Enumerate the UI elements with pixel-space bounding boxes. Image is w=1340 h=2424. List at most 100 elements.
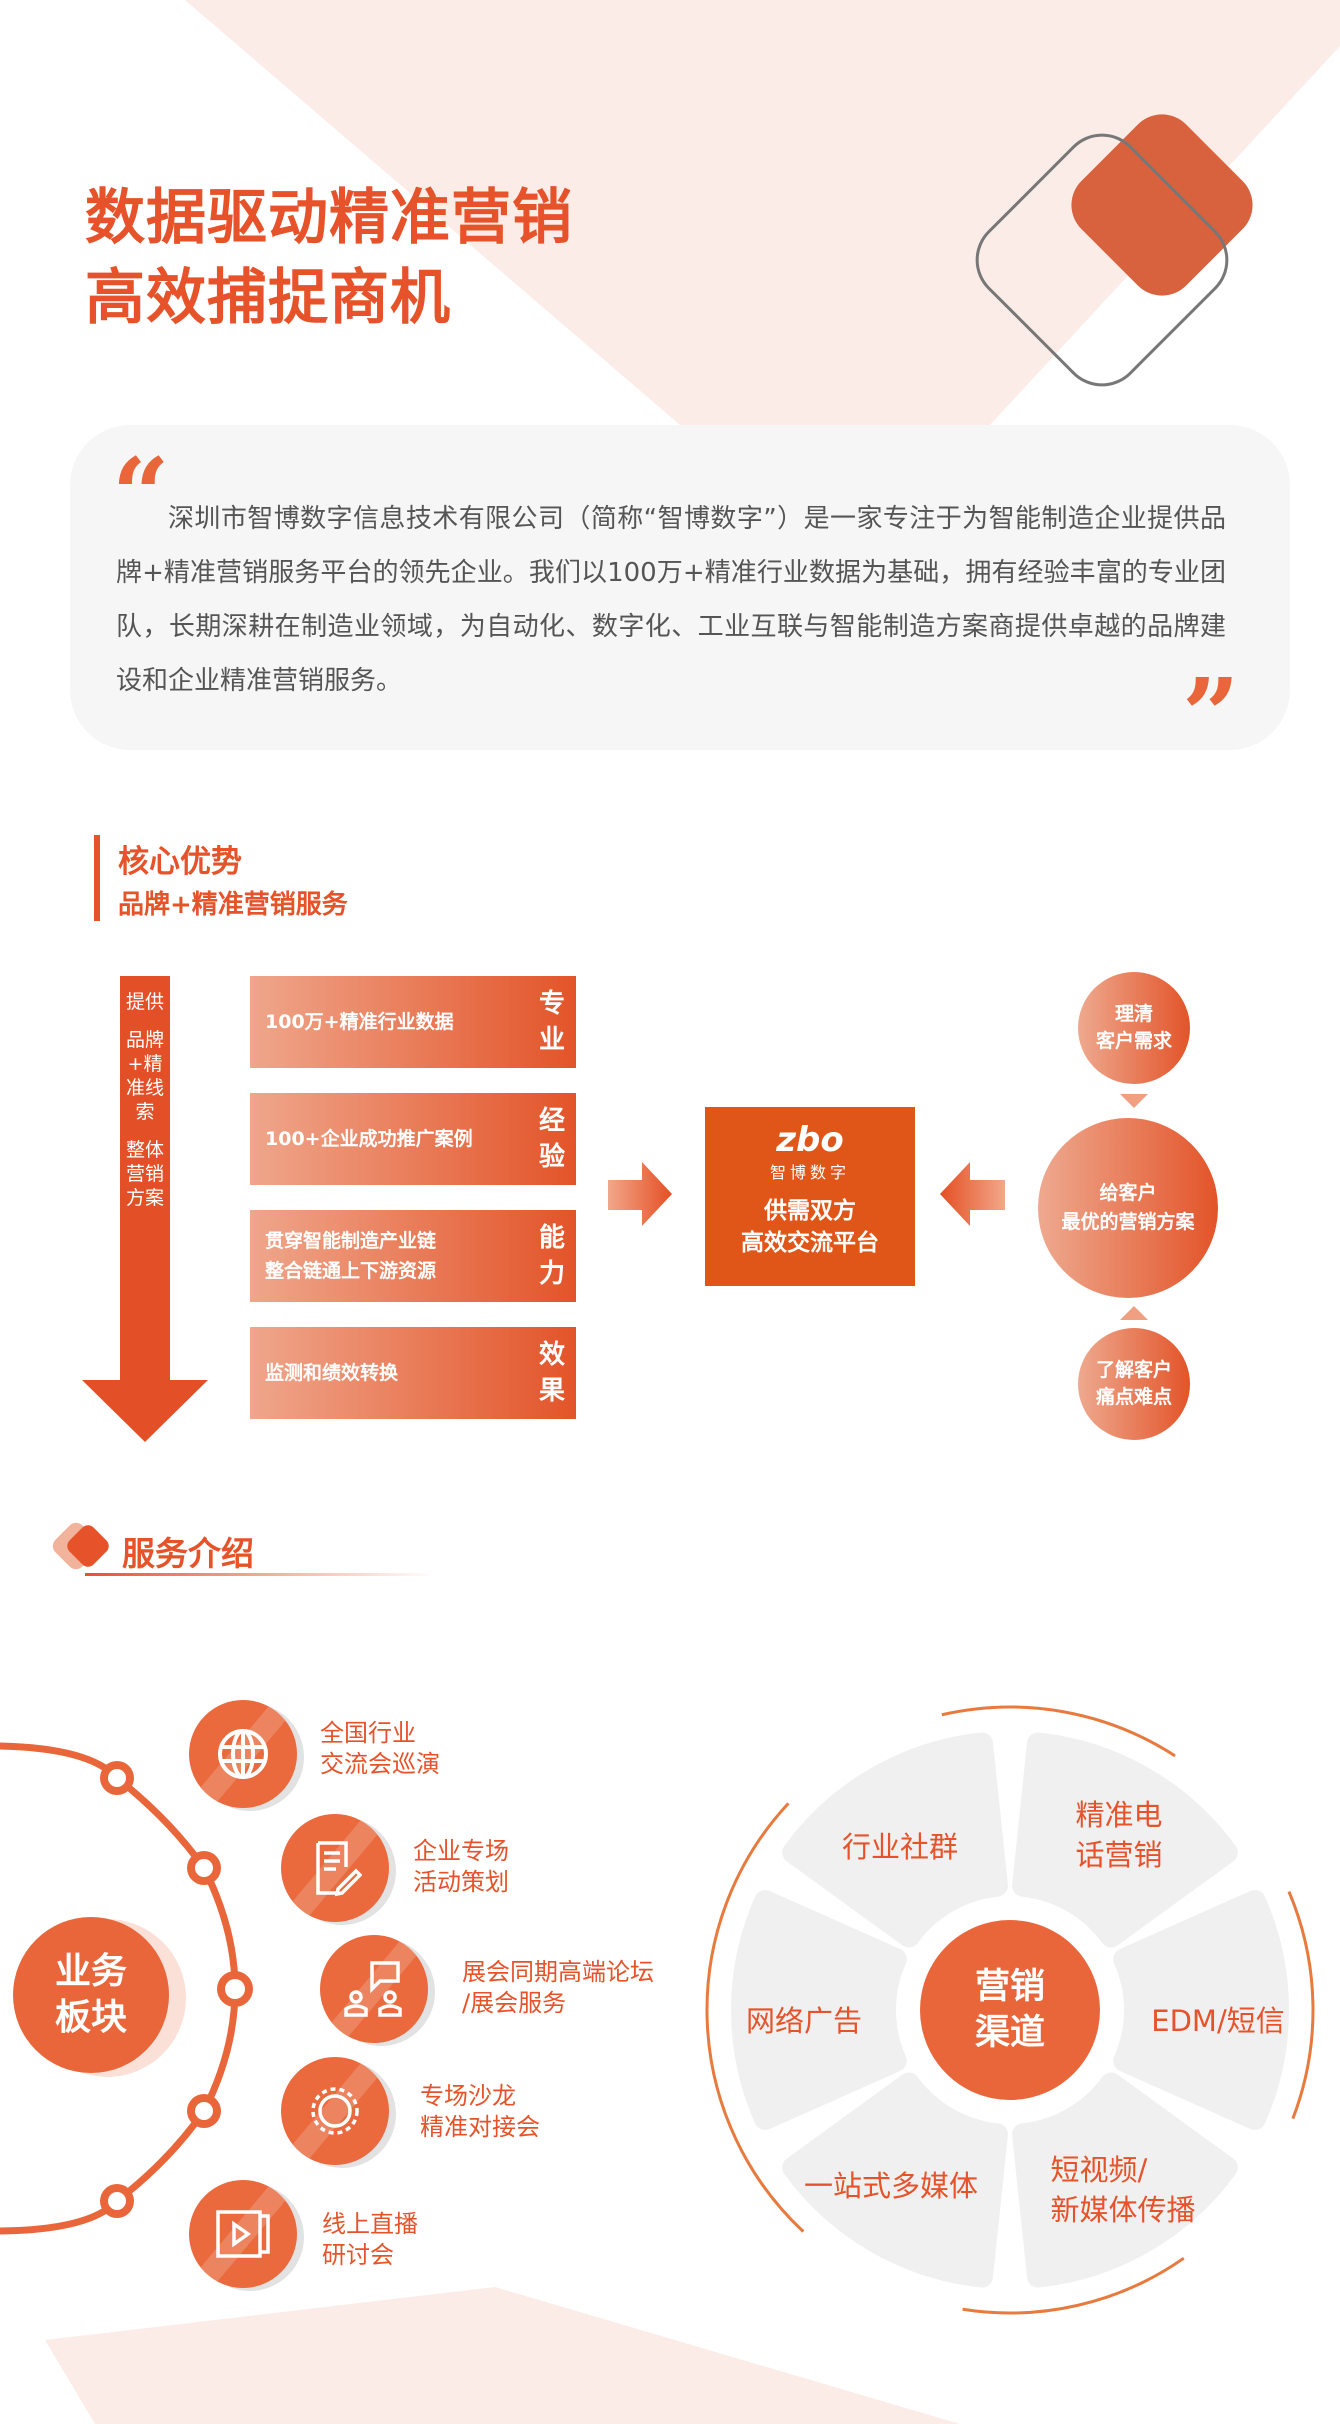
globe-icon-circle	[189, 1700, 297, 1808]
down-arrow	[82, 976, 208, 1442]
channel-label: 一站式多媒体	[803, 2169, 979, 2203]
logo-subtitle: 智博数字	[769, 1163, 850, 1182]
platform-line1: 供需双方	[764, 1198, 856, 1224]
globe-icon	[218, 1729, 268, 1779]
channels-center: 营销 渠道	[920, 1920, 1100, 2100]
advantage-text: 监测和绩效转换	[265, 1362, 399, 1384]
channel-short-video: 短视频/新媒体传播	[1050, 2150, 1195, 2230]
up-triangle-icon	[1120, 1306, 1148, 1320]
arc-node	[195, 1859, 213, 1877]
step-clarify-needs: 理清 客户需求	[1078, 972, 1190, 1084]
arc-node	[225, 1979, 245, 1999]
channel-segment	[782, 2072, 1008, 2288]
outer-ring-arc	[941, 1705, 1176, 1758]
advantage-text: 100万+精准行业数据	[265, 1011, 454, 1033]
arrow-text-2: 品牌+精准线索	[125, 1029, 164, 1123]
channel-label: 短视频/	[1050, 2153, 1148, 2187]
service-label: 展会同期高端论坛	[462, 1958, 654, 1986]
page-title-line2: 高效捕捉商机	[85, 263, 451, 333]
advantage-box-effect: 监测和绩效转换 效果	[250, 1327, 576, 1419]
heading-underline	[85, 1573, 435, 1576]
channel-industry-community: 行业社群	[842, 1827, 958, 1867]
channel-segment	[782, 1732, 1008, 1948]
presenter-icon-circle	[320, 1935, 428, 2043]
arc-node	[108, 2192, 126, 2210]
service-label: 全国行业	[320, 1719, 416, 1747]
bottom-pink-shape	[45, 2287, 960, 2424]
center-text: 营销	[974, 1967, 1045, 2007]
outer-ring-arc	[1287, 1891, 1315, 2120]
step-text: 痛点难点	[1095, 1386, 1172, 1408]
channel-label: 新媒体传播	[1050, 2193, 1196, 2227]
hub-text: 板块	[54, 1997, 127, 2038]
top-pink-shape	[185, 0, 1340, 425]
gear-icon	[311, 2087, 359, 2135]
channel-segment	[1012, 1732, 1238, 1948]
service-label: 精准对接会	[420, 2113, 540, 2141]
step-text: 给客户	[1099, 1182, 1157, 1204]
business-arc	[0, 1742, 253, 2235]
page-title-line1: 数据驱动精准营销	[85, 183, 573, 253]
core-subtitle: 品牌+精准营销服务	[118, 890, 348, 920]
services-title: 服务介绍	[122, 1534, 254, 1573]
advantage-box-professional: 100万+精准行业数据 专业	[250, 976, 576, 1068]
document-pen-icon	[316, 1841, 362, 1897]
service-item-5: 线上直播 研讨会	[322, 2209, 418, 2271]
intro-paragraph: 深圳市智博数字信息技术有限公司（简称“智博数字”）是一家专注于为智能制造企业提供…	[116, 504, 1226, 696]
service-label: /展会服务	[462, 1989, 567, 2017]
advantage-label: 能力	[538, 1223, 565, 1289]
channel-segment	[1012, 2072, 1238, 2288]
gear-icon-circle	[281, 2057, 389, 2165]
channel-telemarketing: 精准电话营销	[1075, 1795, 1162, 1875]
video-play-icon	[216, 2210, 270, 2258]
step-text: 了解客户	[1095, 1359, 1172, 1381]
close-quote-icon: ”	[1182, 656, 1240, 774]
video-play-icon-circle	[189, 2180, 297, 2288]
service-label: 交流会巡演	[320, 1750, 440, 1778]
diamond-front-icon	[67, 1525, 109, 1567]
outer-ring-arc	[705, 1802, 805, 2233]
right-arrow-icon	[608, 1162, 672, 1226]
channel-label: EDM/短信	[1151, 2004, 1285, 2038]
arrow-text-1: 提供	[125, 991, 164, 1013]
service-label: 活动策划	[413, 1868, 509, 1896]
service-item-1: 全国行业 交流会巡演	[320, 1718, 440, 1780]
platform-box: zbo 智博数字 供需双方 高效交流平台	[705, 1107, 915, 1286]
channel-edm-sms: EDM/短信	[1151, 2001, 1284, 2041]
advantage-text: 贯穿智能制造产业链 整合链通上下游资源	[265, 1230, 437, 1282]
intro-quote-box	[70, 425, 1290, 750]
channel-online-ads: 网络广告	[746, 2001, 862, 2041]
advantage-box-capability: 贯穿智能制造产业链 整合链通上下游资源 能力	[250, 1210, 576, 1302]
left-arrow-icon	[940, 1162, 1005, 1226]
channel-segment	[731, 1889, 907, 2131]
hub-text: 业务	[54, 1951, 127, 1992]
down-arrow-text: 提供 品牌+精准线索 整体营销方案	[122, 990, 168, 1224]
service-label: 企业专场	[413, 1837, 509, 1865]
advantage-label: 经验	[538, 1106, 565, 1172]
channel-segment	[1113, 1889, 1289, 2131]
channel-label: 网络广告	[745, 2004, 863, 2038]
down-triangle-icon	[1120, 1094, 1148, 1108]
advantage-label: 效果	[538, 1340, 565, 1406]
service-label: 专场沙龙	[420, 2082, 516, 2110]
channel-label: 行业社群	[841, 1830, 959, 1864]
marketing-channels-wheel	[705, 1705, 1315, 2315]
channel-one-stop-media: 一站式多媒体	[804, 2166, 978, 2206]
step-text: 客户需求	[1095, 1030, 1172, 1052]
arrow-text-3: 整体营销方案	[125, 1139, 164, 1209]
service-label: 研讨会	[322, 2241, 394, 2269]
zbo-logo: zbo	[776, 1120, 844, 1160]
document-pen-icon-circle	[281, 1814, 389, 1922]
step-text: 理清	[1114, 1003, 1153, 1025]
section-accent-bar	[94, 835, 100, 921]
advantage-label: 专业	[538, 989, 565, 1055]
service-label: 线上直播	[322, 2210, 418, 2238]
orange-rounded-square	[1071, 114, 1253, 296]
platform-line2: 高效交流平台	[741, 1230, 879, 1256]
service-item-2: 企业专场 活动策划	[413, 1836, 509, 1898]
center-text: 渠道	[974, 2013, 1045, 2053]
advantage-text: 100+企业成功推广案例	[265, 1128, 473, 1150]
service-item-4: 专场沙龙 精准对接会	[420, 2081, 540, 2143]
step-text: 最优的营销方案	[1061, 1211, 1195, 1233]
